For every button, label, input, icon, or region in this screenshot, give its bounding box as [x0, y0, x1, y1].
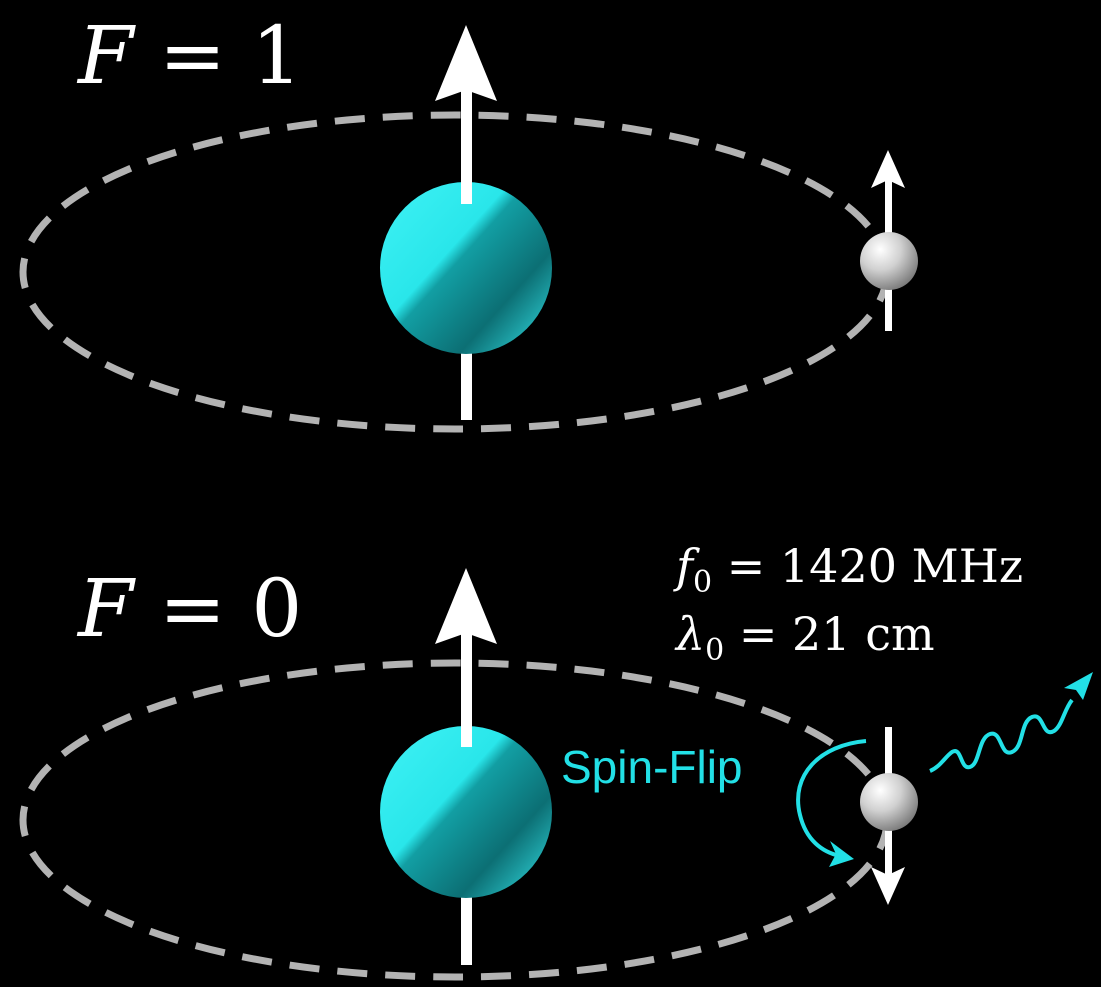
photon-arrow-head-icon — [1064, 672, 1093, 700]
electron-sphere-icon — [860, 773, 918, 831]
upper-nucleus-spin-shaft-lower — [461, 348, 472, 420]
curved-arrow-head-icon — [829, 841, 854, 867]
curved-arrow-icon — [796, 739, 867, 858]
lower-electron-spin-down-arrow-icon — [871, 867, 905, 905]
proton-sphere-icon — [380, 726, 552, 898]
upper-nucleus-spin-shaft-upper — [461, 90, 472, 204]
frequency-label: f0 = 1420 MHz — [673, 539, 1023, 600]
upper-electron-spin-up-arrow-icon — [871, 150, 905, 188]
emission-info: f0 = 1420 MHz λ0 = 21 cm — [673, 539, 1023, 668]
lower-state-group: F = 0 Spin-Flip — [19, 562, 1093, 981]
photon-wave-icon — [929, 698, 1074, 773]
upper-state-label: F = 1 — [76, 9, 302, 102]
spin-flip-label: Spin-Flip — [561, 741, 743, 793]
lower-nucleus-spin-arrow-icon — [435, 568, 497, 644]
proton-sphere-icon — [380, 182, 552, 354]
lower-state-label: F = 0 — [76, 562, 302, 655]
lower-nucleus-spin-shaft-lower — [461, 893, 472, 965]
lower-nucleus-spin-shaft-upper — [461, 632, 472, 747]
upper-state-group: F = 1 — [19, 9, 918, 433]
upper-nucleus-spin-arrow-icon — [435, 25, 497, 101]
electron-sphere-icon — [860, 232, 918, 290]
wavelength-label: λ0 = 21 cm — [674, 607, 935, 668]
